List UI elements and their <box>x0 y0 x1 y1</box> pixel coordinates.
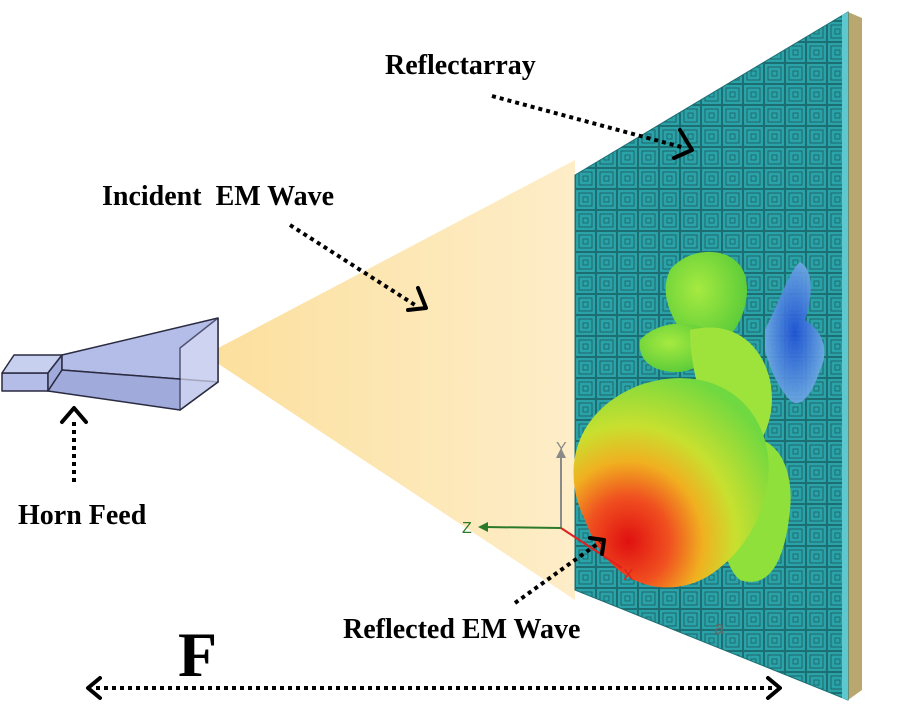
main-lobe <box>573 378 769 588</box>
arrows <box>72 94 774 690</box>
incident-arrowhead <box>406 286 428 312</box>
incident-beam-cone <box>205 160 575 600</box>
reflectarray-arrowhead <box>672 128 694 160</box>
focal-distance-label: F <box>178 619 218 690</box>
incident-wave-label: Incident EM Wave <box>102 181 335 212</box>
x-axis-label: X <box>623 567 634 584</box>
reflected-arrowhead <box>588 536 606 556</box>
arrowheads <box>60 128 782 700</box>
incident-arrow <box>288 223 417 307</box>
horn-feed <box>1 317 219 411</box>
z-axis-line <box>484 526 562 529</box>
z-axis-label: Z <box>462 520 472 537</box>
horn-feed-arrowhead <box>60 406 88 424</box>
reflectarray-label: Reflectarray <box>385 50 536 81</box>
y-axis-label: Y <box>556 440 567 457</box>
upper-side-lobe <box>665 251 748 346</box>
reflectarray-arrow <box>491 94 686 150</box>
x-axis-line <box>560 527 623 569</box>
focal-right-arrowhead <box>766 676 782 700</box>
radiation-pattern <box>573 251 825 588</box>
focal-left-arrowhead <box>86 676 102 700</box>
axis-triad <box>478 448 623 569</box>
a-label: a <box>714 618 725 638</box>
reflected-arrow <box>513 540 602 605</box>
reflected-wave-label: Reflected EM Wave <box>343 614 581 645</box>
blue-side-lobe <box>765 262 825 404</box>
horn-feed-label: Horn Feed <box>18 500 147 531</box>
